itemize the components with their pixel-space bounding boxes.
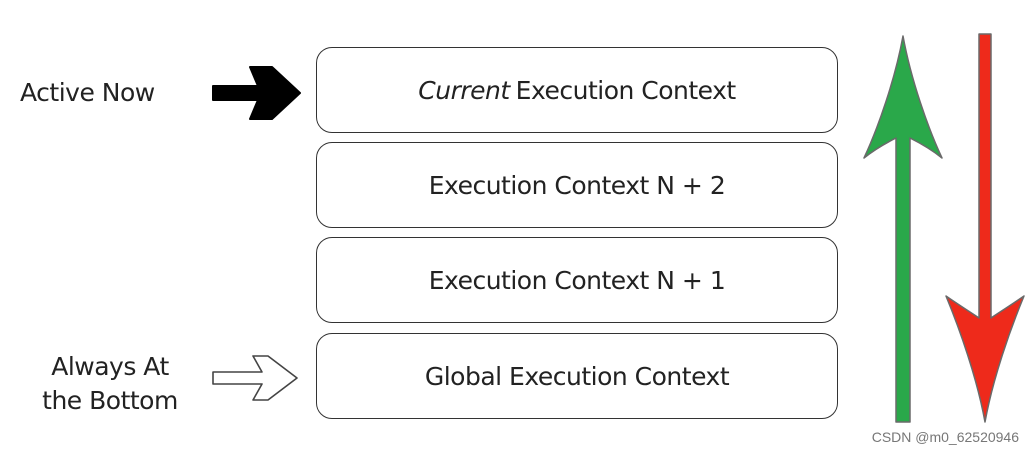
pop-down-arrow-icon — [945, 33, 1025, 423]
execution-context-n-plus-2-label: Execution Context N + 2 — [428, 170, 726, 200]
current-execution-context-box: Current Execution Context — [316, 47, 838, 133]
execution-context-n-plus-1-box: Execution Context N + 1 — [316, 237, 838, 323]
push-up-arrow-icon — [863, 35, 943, 423]
always-at-bottom-line1: Always At — [51, 352, 169, 381]
active-now-label: Active Now — [20, 78, 155, 107]
current-italic-label: Current — [418, 75, 510, 105]
bottom-pointer-arrow-icon — [212, 355, 298, 401]
always-at-bottom-line2: the Bottom — [42, 386, 178, 415]
watermark: CSDN @m0_62520946 — [871, 429, 1019, 445]
current-context-label: Execution Context — [515, 75, 737, 105]
execution-context-n-plus-2-box: Execution Context N + 2 — [316, 142, 838, 228]
always-at-bottom-label: Always At the Bottom — [20, 350, 200, 418]
execution-context-n-plus-1-label: Execution Context N + 1 — [428, 265, 726, 295]
global-execution-context-box: Global Execution Context — [316, 333, 838, 419]
active-pointer-arrow-icon — [212, 66, 301, 120]
global-execution-context-label: Global Execution Context — [424, 361, 730, 391]
